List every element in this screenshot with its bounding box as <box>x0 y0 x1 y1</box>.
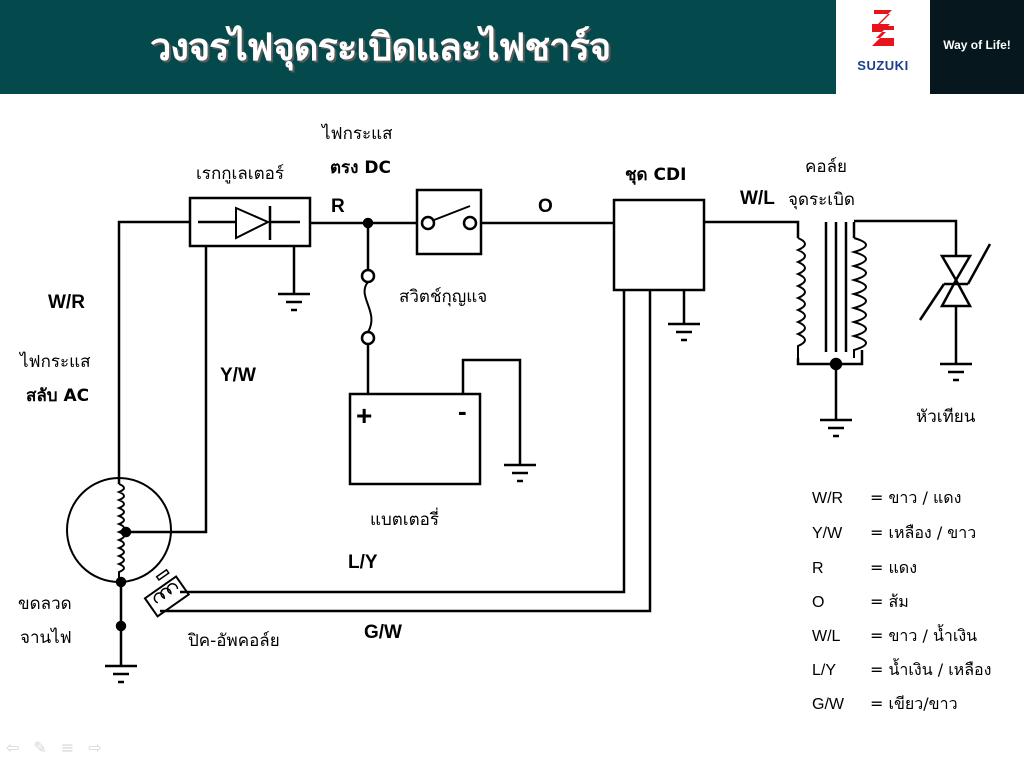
slogan-text: Way of Life! <box>943 38 1011 52</box>
legend-row: G/W= เขียว/ขาว <box>812 694 958 713</box>
pickup-coil-label: ปิค-อัพคอล์ย <box>188 631 280 651</box>
page-title: วงจรไฟจุดระเบิดและไฟชาร์จ <box>150 25 611 69</box>
battery-minus: - <box>458 396 467 426</box>
ignition-coil-label-line1: คอล์ย <box>805 157 847 177</box>
stator-label-line1: ขดลวด <box>18 594 72 614</box>
wire-label-r: R <box>331 196 345 217</box>
regulator-label: เรกกูเลเตอร์ <box>196 164 284 184</box>
legend-row: O= ส้ม <box>812 592 909 611</box>
brand-name: SUZUKI <box>857 58 909 73</box>
ignition-coil-label-line2: จุดระเบิด <box>788 190 855 210</box>
dc-label-line2: ตรง DC <box>330 158 391 178</box>
battery-box <box>348 392 482 486</box>
wire-label-wr: W/R <box>48 292 85 313</box>
wire-wl <box>704 220 800 238</box>
previous-slide-icon[interactable]: ⇦ <box>6 738 20 757</box>
wire-wr <box>117 220 190 484</box>
wire-gw <box>160 290 652 613</box>
ac-label-line1: ไฟกระแส <box>20 352 91 372</box>
wire-ly <box>180 290 626 594</box>
cdi-label: ชุด CDI <box>625 165 687 185</box>
legend-row: W/R= ขาว / แดง <box>812 488 962 507</box>
wire-yw <box>128 246 208 534</box>
menu-icon[interactable]: ≡ <box>60 738 75 757</box>
next-slide-icon[interactable]: ⇨ <box>88 738 102 757</box>
wire-label-wl: W/L <box>740 188 775 209</box>
stator-icon <box>66 477 172 583</box>
legend-row: L/Y= น้ำเงิน / เหลือง <box>812 660 992 679</box>
spark-plug-label: หัวเทียน <box>916 407 976 427</box>
ignition-charging-circuit <box>66 188 992 684</box>
ignition-coil-icon <box>795 222 867 438</box>
battery-plus: + <box>356 400 373 431</box>
stator-label-line2: จานไฟ <box>20 628 72 648</box>
suzuki-logo: SUZUKI <box>836 0 930 94</box>
battery-label: แบตเตอรี่ <box>370 510 439 530</box>
suzuki-s-icon <box>872 10 894 46</box>
wire-label-ly: L/Y <box>348 552 378 573</box>
cdi-box <box>612 198 706 292</box>
spark-plug-icon <box>918 243 992 382</box>
key-switch-label: สวิตช์กุญแจ <box>399 287 488 307</box>
wire-label-o: O <box>538 196 553 217</box>
dc-label-line1: ไฟกระแส <box>322 124 393 144</box>
diode-icon <box>235 206 271 240</box>
wire-label-gw: G/W <box>364 622 402 643</box>
wire-label-yw: Y/W <box>220 365 256 386</box>
pen-icon[interactable]: ✎ <box>33 738 47 757</box>
pickup-coil-icon <box>143 568 191 618</box>
legend-row: W/L= ขาว / น้ำเงิน <box>812 626 978 645</box>
slogan-panel: Way of Life! <box>930 0 1024 94</box>
fuse-icon <box>363 281 373 333</box>
title-banner: วงจรไฟจุดระเบิดและไฟชาร์จ <box>0 0 836 94</box>
legend-row: R= แดง <box>812 558 918 577</box>
legend-row: Y/W= เหลือง / ขาว <box>812 523 977 542</box>
ac-label-line2: สลับ AC <box>26 386 90 406</box>
slide-navigation: ⇦ ✎ ≡ ⇨ <box>6 738 102 757</box>
